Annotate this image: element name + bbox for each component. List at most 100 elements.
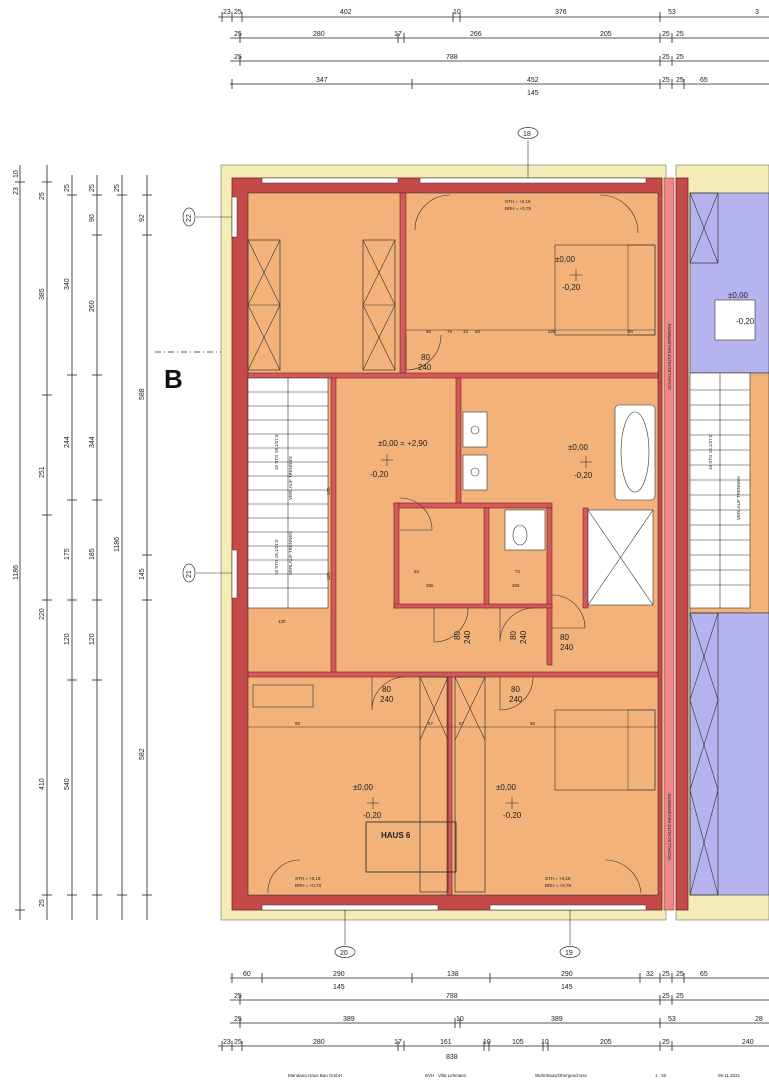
- dim-label: 17: [394, 1039, 402, 1046]
- axis-label: 19: [565, 950, 573, 957]
- footer-drawing: Wohnhaus/Obergeschoss: [535, 1073, 587, 1078]
- stair-label: 16 STG 18,1/27,0: [708, 434, 713, 470]
- dim-label: 540: [64, 778, 71, 790]
- dim-label: 25: [662, 77, 670, 84]
- dim-label: 53: [668, 9, 676, 16]
- dim-label: 10: [13, 170, 20, 178]
- inner-dim: 75: [447, 329, 453, 334]
- stair-label: VERLAUF TRENNEN: [736, 476, 741, 520]
- dim-label: 25: [39, 192, 46, 200]
- axis-label: 18: [523, 131, 531, 138]
- note: BRH = +0,78: [295, 883, 322, 888]
- door-size: 80: [560, 633, 569, 642]
- axis-bubble-left-top: 22: [182, 207, 196, 227]
- dim-label: 205: [600, 1039, 612, 1046]
- inner-dim: 60: [475, 329, 481, 334]
- dim-label: 53: [668, 1016, 676, 1023]
- sill-notes: STH = +0,18 BRH = +0,78 STH = +0,18 BRH …: [295, 199, 572, 888]
- level-value: ±0,00 = +2,90: [378, 439, 428, 448]
- inner-dim: 90: [530, 721, 536, 726]
- inner-dim: 266: [426, 583, 434, 588]
- inner-dim: 62: [414, 569, 420, 574]
- door-size: 80: [511, 685, 520, 694]
- dim-label: 10: [456, 1016, 464, 1023]
- level-value: ±0,00: [555, 255, 576, 264]
- level-value: ±0,00: [568, 443, 589, 452]
- dim-label: 788: [446, 54, 458, 61]
- dim-label: 25: [234, 1016, 242, 1023]
- wall-label: SCHALLSCHUTZ MAUERWERK: [667, 323, 672, 390]
- bathtub: [614, 404, 656, 501]
- dim-label: 161: [440, 1039, 452, 1046]
- dim-label: 402: [340, 9, 352, 16]
- dim-label: 260: [89, 300, 96, 312]
- dim-label: 10: [453, 9, 461, 16]
- inner-dim: 90: [628, 329, 634, 334]
- note: STH = +0,18: [295, 876, 321, 881]
- axis-label: 21: [186, 570, 193, 578]
- windows: [231, 177, 647, 911]
- axis-bubble-left-mid: 21: [182, 563, 196, 583]
- dim-label: 205: [600, 31, 612, 38]
- door-size: 240: [519, 630, 528, 644]
- dim-label: 90: [89, 214, 96, 222]
- dim-label: 838: [446, 1054, 458, 1061]
- dim-label: 25: [234, 1039, 242, 1046]
- separation-wall: [675, 177, 689, 911]
- neighbour-room-top: [689, 192, 769, 374]
- note: BRH = +0,78: [545, 883, 572, 888]
- dim-label: 266: [470, 31, 482, 38]
- dim-label: 25: [676, 77, 684, 84]
- dim-label: 3: [755, 9, 759, 16]
- title-strip: Mandana Haus Bau GmbH BVH : Villa Lehman…: [288, 1073, 741, 1078]
- note: STH = +0,18: [505, 199, 531, 204]
- dim-label: 25: [676, 993, 684, 1000]
- level-value: -0,20: [363, 811, 382, 820]
- level-value: ±0,00: [496, 783, 517, 792]
- inner-dimensions: 90 75 10 60 226 90 120 120 62 266 266 72…: [248, 329, 658, 728]
- footer-project: BVH : Villa Lehmann: [425, 1073, 467, 1078]
- dim-label: 347: [316, 77, 328, 84]
- dim-label: 120: [89, 633, 96, 645]
- level-markers: ±0,00 -0,20 ±0,00 = +2,90 -0,20 ±0,00 -0…: [353, 255, 755, 820]
- dim-label: 25: [234, 54, 242, 61]
- dim-label: 25: [234, 993, 242, 1000]
- level-value: -0,20: [562, 283, 581, 292]
- dim-label: 25: [662, 1039, 670, 1046]
- inner-dim: 120: [326, 572, 331, 580]
- dim-label: 28: [755, 1016, 763, 1023]
- dim-label: 60: [243, 971, 251, 978]
- dim-label: 25: [39, 899, 46, 907]
- axis-bubble-top: 18: [517, 127, 539, 139]
- beds: [252, 244, 656, 873]
- bottom-dimension-block: 60 290 145 138 290 145 32 25 25 65 25 78…: [218, 971, 769, 1061]
- dim-label: 25: [234, 31, 242, 38]
- dim-label: 17: [394, 31, 402, 38]
- acoustic-wall: [663, 177, 675, 911]
- inner-dim: 67: [428, 721, 434, 726]
- dim-label: 280: [313, 1039, 325, 1046]
- axis-bubble-bottom-left: 20: [334, 946, 356, 958]
- dim-label: 65: [700, 971, 708, 978]
- wardrobe-units: [247, 192, 719, 896]
- dim-label: 410: [39, 778, 46, 790]
- bathroom-fixtures: [462, 299, 756, 606]
- neighbour-staircase: 16 STG 18,1/27,0 VERLAUF TRENNEN: [689, 372, 751, 609]
- footer-date: 09.11.2021: [718, 1073, 741, 1078]
- footer-scale: 1 : 50: [655, 1073, 667, 1078]
- dim-label: 25: [64, 184, 71, 192]
- dim-label: 340: [64, 278, 71, 290]
- dim-label: 25: [676, 31, 684, 38]
- dim-label: 120: [64, 633, 71, 645]
- dim-label: 175: [64, 548, 71, 560]
- inner-dim: 266: [512, 583, 520, 588]
- door-size: 240: [380, 695, 394, 704]
- house-label-box: [365, 821, 457, 873]
- top-dimension-block: 23 25 402 10 376 53 3 25 280 17 266 205 …: [218, 9, 769, 97]
- dim-label: 1186: [13, 565, 20, 580]
- dim-label: 1186: [114, 537, 121, 552]
- staircase: 16 STG 18,1/27,0 VERLAUF TRENNEN 16 STG …: [247, 377, 329, 609]
- dim-label: 344: [89, 436, 96, 448]
- door-labels: 80 240 80 240 80 240 80 240 80 240 80 24…: [380, 353, 574, 704]
